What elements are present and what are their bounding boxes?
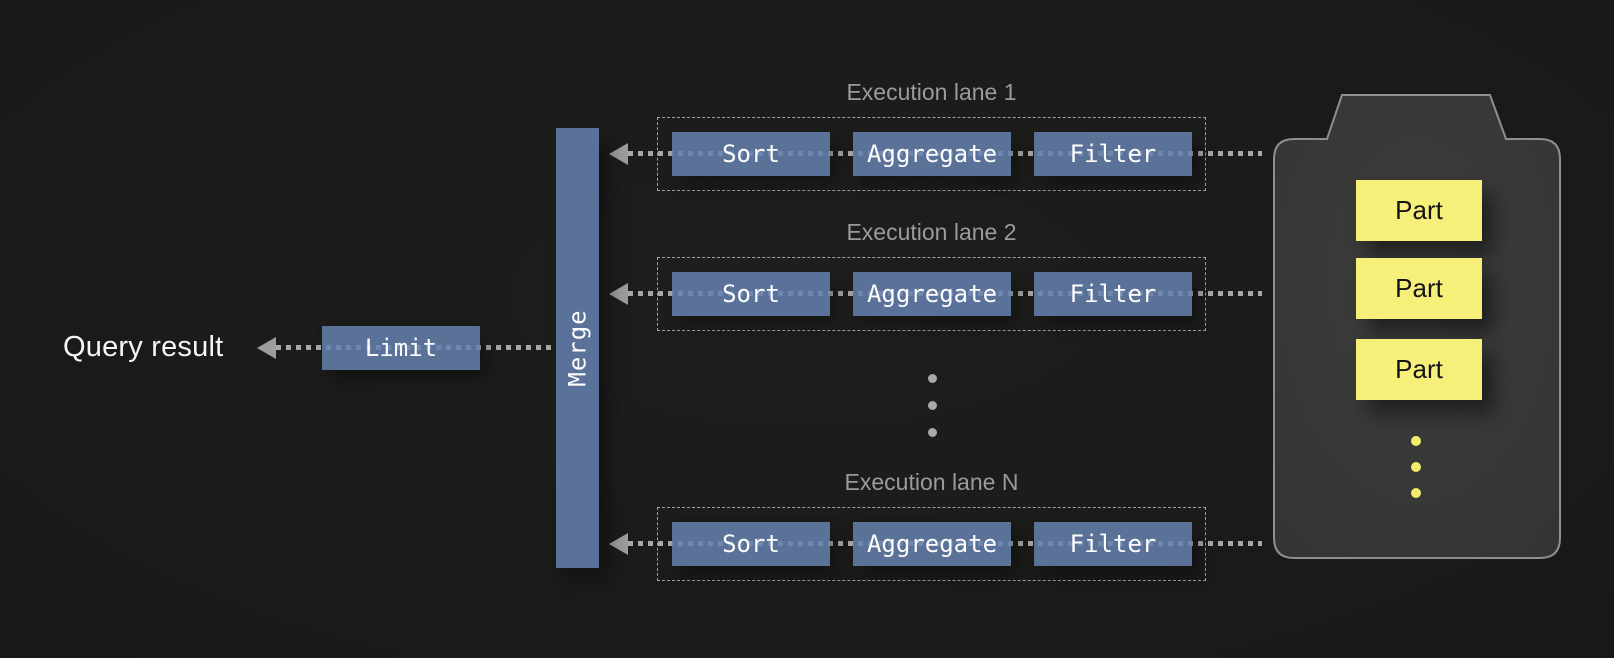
sort-label: Sort — [722, 280, 780, 308]
arrow-left-icon — [609, 283, 628, 305]
arrow-left-icon — [257, 337, 276, 359]
vertical-ellipsis-icon — [928, 374, 937, 455]
table-data-container — [1273, 94, 1561, 559]
lane-n-filter-box: Filter — [1034, 522, 1192, 566]
aggregate-label: Aggregate — [866, 530, 998, 558]
ellipsis-dot — [928, 428, 937, 437]
lane-n-aggregate-box: Aggregate — [853, 522, 1011, 566]
ellipsis-dot — [1411, 436, 1421, 446]
lane-1-sort-box: Sort — [672, 132, 830, 176]
merge-label: Merge — [563, 309, 592, 387]
aggregate-label: Aggregate — [866, 280, 998, 308]
aggregate-label: Aggregate — [866, 140, 998, 168]
table-data-outline — [1273, 94, 1561, 559]
filter-label: Filter — [1069, 530, 1157, 558]
arrow-left-icon — [609, 143, 628, 165]
part-box: Part — [1356, 258, 1482, 319]
lane-1-title: Execution lane 1 — [846, 79, 1017, 105]
lane-2-aggregate-box: Aggregate — [853, 272, 1011, 316]
merge-operator-bar: Merge — [556, 128, 599, 568]
part-box: Part — [1356, 180, 1482, 241]
lane-n-title: Execution lane N — [844, 469, 1019, 495]
query-result-label: Query result — [63, 331, 224, 363]
lane-2-filter-box: Filter — [1034, 272, 1192, 316]
vertical-ellipsis-icon — [1411, 436, 1421, 514]
limit-operator-box: Limit — [322, 326, 480, 370]
limit-label: Limit — [364, 334, 438, 362]
lane-1-filter-box: Filter — [1034, 132, 1192, 176]
part-label: Part — [1395, 195, 1443, 225]
filter-label: Filter — [1069, 140, 1157, 168]
ellipsis-dot — [1411, 462, 1421, 472]
lane-2-title: Execution lane 2 — [846, 219, 1017, 245]
part-box: Part — [1356, 339, 1482, 400]
sort-label: Sort — [722, 140, 780, 168]
filter-label: Filter — [1069, 280, 1157, 308]
ellipsis-dot — [928, 374, 937, 383]
part-label: Part — [1395, 354, 1443, 384]
ellipsis-dot — [928, 401, 937, 410]
arrow-left-icon — [609, 533, 628, 555]
lane-2-sort-box: Sort — [672, 272, 830, 316]
lane-n-sort-box: Sort — [672, 522, 830, 566]
sort-label: Sort — [722, 530, 780, 558]
ellipsis-dot — [1411, 488, 1421, 498]
part-label: Part — [1395, 273, 1443, 303]
lane-1-aggregate-box: Aggregate — [853, 132, 1011, 176]
